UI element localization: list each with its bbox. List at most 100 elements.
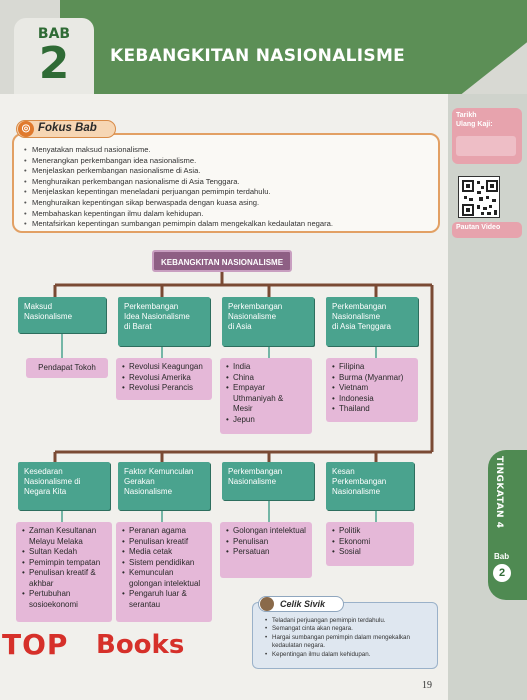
detail-item: Pendapat Tokoh xyxy=(38,363,96,372)
diagram-title: KEBANGKITAN NASIONALISME xyxy=(160,258,284,267)
detail-item: Ekonomi xyxy=(332,537,408,548)
detail-box-barat: Revolusi Keagungan Revolusi Amerika Revo… xyxy=(116,358,212,400)
detail-item: Jepun xyxy=(226,415,306,426)
chapter-badge-word: BAB xyxy=(37,26,71,42)
review-date-label: Tarikh Ulang Kaji: xyxy=(456,112,493,129)
focus-item: Menerangkan perkembangan idea nasionalis… xyxy=(24,156,430,167)
topic-line: Perkembangan xyxy=(228,467,283,476)
focus-item: Menjelaskan perkembangan nasionalisme di… xyxy=(24,166,430,177)
form-tab-chapter-number: 2 xyxy=(493,564,511,582)
detail-item: Revolusi Perancis xyxy=(122,383,206,394)
civic-item: Kepentingan ilmu dalam kehidupan. xyxy=(265,651,431,660)
focus-item: Membahaskan kepentingan ilmu dalam kehid… xyxy=(24,209,430,220)
qr-code-icon[interactable] xyxy=(458,176,500,218)
chapter-badge: BAB 2 xyxy=(14,18,94,94)
detail-item: Thailand xyxy=(332,404,412,415)
focus-item: Menghuraikan perkembangan nasionalisme d… xyxy=(24,177,430,188)
topic-line: di Asia xyxy=(228,322,252,331)
topic-box-perkembangan: Perkembangan Nasionalisme xyxy=(222,462,314,500)
review-date-label-line1: Tarikh xyxy=(456,112,477,119)
topic-line: Idea Nasionalisme xyxy=(124,312,190,321)
topic-box-maksud: Maksud Nasionalisme xyxy=(18,297,106,333)
qr-code-graphic xyxy=(462,180,498,216)
header-band xyxy=(60,0,527,94)
target-icon: ◎ xyxy=(18,121,34,137)
review-date-field[interactable] xyxy=(456,136,516,156)
topic-line: Faktor Kemunculan xyxy=(124,467,194,476)
eye-icon xyxy=(260,597,274,611)
civic-note-label: Celik Sivik xyxy=(280,599,326,609)
detail-item: China xyxy=(226,373,306,384)
detail-box-kesedaran: Zaman Kesultanan Melayu Melaka Sultan Ke… xyxy=(16,522,112,622)
topic-line: Nasionalisme xyxy=(24,312,73,321)
topic-box-asia: Perkembangan Nasionalisme di Asia xyxy=(222,297,314,346)
detail-item: Indonesia xyxy=(332,394,412,405)
topic-line: Kesedaran xyxy=(24,467,63,476)
detail-item: Pemimpin tempatan xyxy=(22,558,106,569)
chapter-focus-box: Menyatakan maksud nasionalisme. Menerang… xyxy=(12,133,440,233)
video-link-label: Pautan Video xyxy=(456,224,501,231)
detail-item: Peranan agama xyxy=(122,526,206,537)
form-tab-label: TINGKATAN 4 xyxy=(494,456,504,529)
detail-item: Sultan Kedah xyxy=(22,547,106,558)
video-link-button[interactable] xyxy=(452,222,522,238)
topic-line: Negara Kita xyxy=(24,487,67,496)
detail-item: Burma (Myanmar) xyxy=(332,373,412,384)
detail-box-maksud: Pendapat Tokoh xyxy=(26,358,108,378)
focus-item: Menyatakan maksud nasionalisme. xyxy=(24,145,430,156)
topic-box-kesedaran: Kesedaran Nasionalisme di Negara Kita xyxy=(18,462,110,510)
civic-item: Semangat cinta akan negara. xyxy=(265,625,431,634)
watermark-logo-books: Books xyxy=(96,630,185,660)
detail-item: Penulisan kreatif & akhbar xyxy=(22,568,106,589)
focus-item: Mentafsirkan kepentingan sumbangan pemim… xyxy=(24,219,430,230)
topic-box-faktor: Faktor Kemunculan Gerakan Nasionalisme xyxy=(118,462,210,510)
detail-item: Empayar Uthmaniyah & Mesir xyxy=(226,383,306,415)
detail-item: Vietnam xyxy=(332,383,412,394)
topic-line: Perkembangan xyxy=(228,302,283,311)
review-date-label-line2: Ulang Kaji: xyxy=(456,120,493,128)
chapter-focus-label: Fokus Bab xyxy=(38,122,97,134)
detail-box-kesan: Politik Ekonomi Sosial xyxy=(326,522,414,566)
topic-line: Perkembangan xyxy=(332,477,387,486)
topic-box-asia-tenggara: Perkembangan Nasionalisme di Asia Tengga… xyxy=(326,297,418,346)
detail-item: Sistem pendidikan xyxy=(122,558,206,569)
detail-box-faktor: Peranan agama Penulisan kreatif Media ce… xyxy=(116,522,212,622)
topic-line: di Barat xyxy=(124,322,152,331)
topic-line: Kesan xyxy=(332,467,355,476)
civic-item: Teladani perjuangan pemimpin terdahulu. xyxy=(265,617,431,626)
topic-line: Gerakan xyxy=(124,477,155,486)
detail-item: Kemunculan golongan intelektual xyxy=(122,568,206,589)
detail-item: Golongan intelektual xyxy=(226,526,306,537)
detail-item: Zaman Kesultanan Melayu Melaka xyxy=(22,526,106,547)
detail-item: Penulisan xyxy=(226,537,306,548)
detail-item: Sosial xyxy=(332,547,408,558)
topic-line: Nasionalisme di xyxy=(24,477,81,486)
topic-line: Nasionalisme xyxy=(332,312,381,321)
topic-line: Nasionalisme xyxy=(124,487,173,496)
topic-box-kesan: Kesan Perkembangan Nasionalisme xyxy=(326,462,414,510)
chapter-badge-number: 2 xyxy=(38,38,70,89)
detail-box-asia-tenggara: Filipina Burma (Myanmar) Vietnam Indones… xyxy=(326,358,418,422)
topic-line: Maksud xyxy=(24,302,53,311)
topic-line: di Asia Tenggara xyxy=(332,322,392,331)
topic-box-barat: Perkembangan Idea Nasionalisme di Barat xyxy=(118,297,210,346)
diagram-title-box: KEBANGKITAN NASIONALISME xyxy=(152,250,292,272)
topic-line: Nasionalisme xyxy=(228,312,277,321)
detail-box-perkembangan: Golongan intelektual Penulisan Persatuan xyxy=(220,522,312,578)
focus-item: Menghuraikan kepentingan sikap berwaspad… xyxy=(24,198,430,209)
topic-line: Nasionalisme xyxy=(228,477,277,486)
chapter-focus-tag xyxy=(16,120,116,138)
detail-item: Revolusi Amerika xyxy=(122,373,206,384)
civic-note-tag xyxy=(258,596,344,612)
civic-note-box: Teladani perjuangan pemimpin terdahulu. … xyxy=(252,602,438,669)
watermark-logo: TOP xyxy=(2,628,69,661)
detail-item: Media cetak xyxy=(122,547,206,558)
detail-item: India xyxy=(226,362,306,373)
civic-item: Hargai sumbangan pemimpin dalam mengekal… xyxy=(265,634,431,651)
page-number: 19 xyxy=(422,680,432,691)
detail-item: Politik xyxy=(332,526,408,537)
topic-line: Perkembangan xyxy=(124,302,179,311)
detail-item: Pertubuhan sosioekonomi xyxy=(22,589,106,610)
topic-line: Perkembangan xyxy=(332,302,387,311)
